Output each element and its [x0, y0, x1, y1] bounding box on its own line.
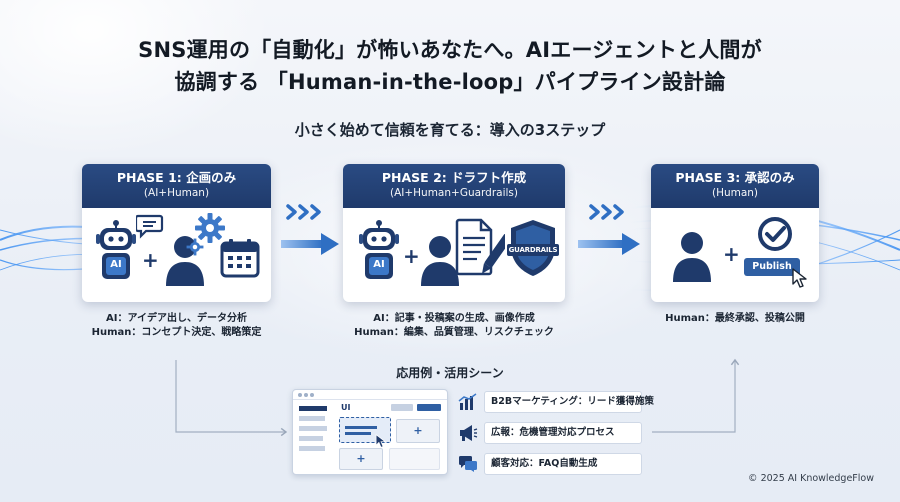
phase-2-description: AI：記事・投稿案の生成、画像作成 Human：編集、品質管理、リスクチェック — [343, 312, 565, 340]
phase-3-header: PHASE 3: 承認のみ (Human) — [651, 164, 819, 208]
megaphone-icon — [460, 425, 478, 441]
use-cases-title: 応用例・活用シーン — [396, 366, 504, 380]
mockup-toolbar — [391, 404, 413, 411]
use-case-item-3: 顧客対応：FAQ自動生成 — [484, 453, 642, 475]
use-case-item-2: 広報：危機管理対応プロセス — [484, 422, 642, 444]
mockup-add-card: + — [396, 419, 440, 443]
gear-icon — [195, 213, 225, 243]
phase-2-roles: (AI+Human+Guardrails) — [389, 187, 518, 199]
phase-1-title: PHASE 1: 企画のみ — [116, 170, 237, 185]
person-icon — [421, 236, 459, 286]
phase-2-card: PHASE 2: ドラフト作成 (AI+Human+Guardrails) AI… — [343, 164, 565, 302]
phase-3-roles: (Human) — [711, 187, 759, 199]
mockup-empty-card — [389, 448, 440, 470]
phase-2-header: PHASE 2: ドラフト作成 (AI+Human+Guardrails) — [343, 164, 565, 208]
page-title-line-1: SNS運用の「自動化」が怖いあなたへ。AIエージェントと人間が — [138, 38, 762, 62]
bar-chart-icon — [458, 393, 477, 410]
use-case-label: B2Bマーケティング：リード獲得施策 — [491, 396, 654, 407]
phase-3-illustration: + Publish — [651, 208, 819, 302]
cursor-icon — [792, 268, 807, 288]
document-pen-icon — [455, 218, 505, 276]
publish-label: Publish — [752, 261, 792, 272]
mockup-selected-card — [339, 417, 391, 443]
mockup-toolbar-button — [417, 404, 441, 411]
chat-icon — [459, 456, 477, 472]
copyright-text: © 2025 AI KnowledgeFlow — [748, 473, 874, 484]
mockup-titlebar — [293, 390, 447, 400]
phase-3-title: PHASE 3: 承認のみ — [675, 170, 795, 185]
ui-mockup: UI + + — [292, 389, 448, 475]
phase-1-roles: (AI+Human) — [143, 187, 210, 199]
mockup-ui-label: UI — [341, 403, 351, 412]
phase-1-desc-line-1: AI：アイデア出し、データ分析 — [106, 313, 247, 324]
mockup-cursor-icon — [375, 434, 387, 448]
phase-1-description: AI：アイデア出し、データ分析 Human：コンセプト決定、戦略策定 — [82, 312, 271, 340]
page-title: SNS運用の「自動化」が怖いあなたへ。AIエージェントと人間が 協調する 「Hu… — [0, 34, 900, 98]
chevrons-1-icon — [286, 204, 321, 220]
plus-sign: + — [723, 242, 740, 266]
use-case-label: 顧客対応：FAQ自動生成 — [491, 458, 598, 469]
phase-3-description: Human：最終承認、投稿公開 — [651, 312, 819, 326]
ai-badge: AI — [110, 259, 122, 270]
phase-2-desc-line-1: AI：記事・投稿案の生成、画像作成 — [373, 313, 535, 324]
mockup-dot — [298, 393, 302, 397]
arrow-2-icon — [578, 233, 640, 255]
checkmark-circle-icon — [758, 217, 792, 251]
mockup-dot — [304, 393, 308, 397]
mockup-dot — [310, 393, 314, 397]
person-icon — [166, 236, 204, 286]
calendar-icon — [220, 239, 260, 278]
publish-button: Publish — [744, 258, 800, 276]
chevrons-2-icon — [589, 204, 624, 220]
phase-1-illustration: AI + — [82, 208, 271, 302]
chat-bubbles-icon — [136, 214, 164, 239]
plus-sign: + — [403, 244, 420, 268]
phase-2-title: PHASE 2: ドラフト作成 — [381, 170, 527, 185]
phase-1-header: PHASE 1: 企画のみ (AI+Human) — [82, 164, 271, 208]
shield-icon — [507, 220, 559, 276]
plus-sign: + — [142, 248, 159, 272]
small-gear-icon — [186, 238, 204, 256]
phase-1-desc-line-2: Human：コンセプト決定、戦略策定 — [91, 327, 262, 338]
phase-3-card: PHASE 3: 承認のみ (Human) + Publish — [651, 164, 819, 302]
section-subtitle: 小さく始めて信頼を育てる：導入の3ステップ — [294, 121, 606, 139]
use-case-label: 広報：危機管理対応プロセス — [491, 427, 615, 438]
use-case-item-1: B2Bマーケティング：リード獲得施策 — [484, 391, 654, 413]
ai-badge: AI — [373, 259, 385, 270]
arrow-1-icon — [281, 233, 339, 255]
mockup-sidebar — [299, 406, 333, 468]
page-title-line-2: 協調する 「Human-in-the-loop」パイプライン設計論 — [174, 70, 726, 94]
phase-1-card: PHASE 1: 企画のみ (AI+Human) AI + — [82, 164, 271, 302]
guardrails-label: GUARDRAILS — [508, 246, 558, 254]
phase-3-desc-line-1: Human：最終承認、投稿公開 — [665, 313, 805, 324]
person-icon — [673, 232, 711, 282]
robot-icon — [359, 220, 399, 279]
mockup-add-card: + — [339, 448, 383, 470]
robot-icon — [96, 220, 136, 279]
phase-2-desc-line-2: Human：編集、品質管理、リスクチェック — [354, 327, 554, 338]
phase-2-illustration: AI + GUARDRAILS — [343, 208, 565, 302]
